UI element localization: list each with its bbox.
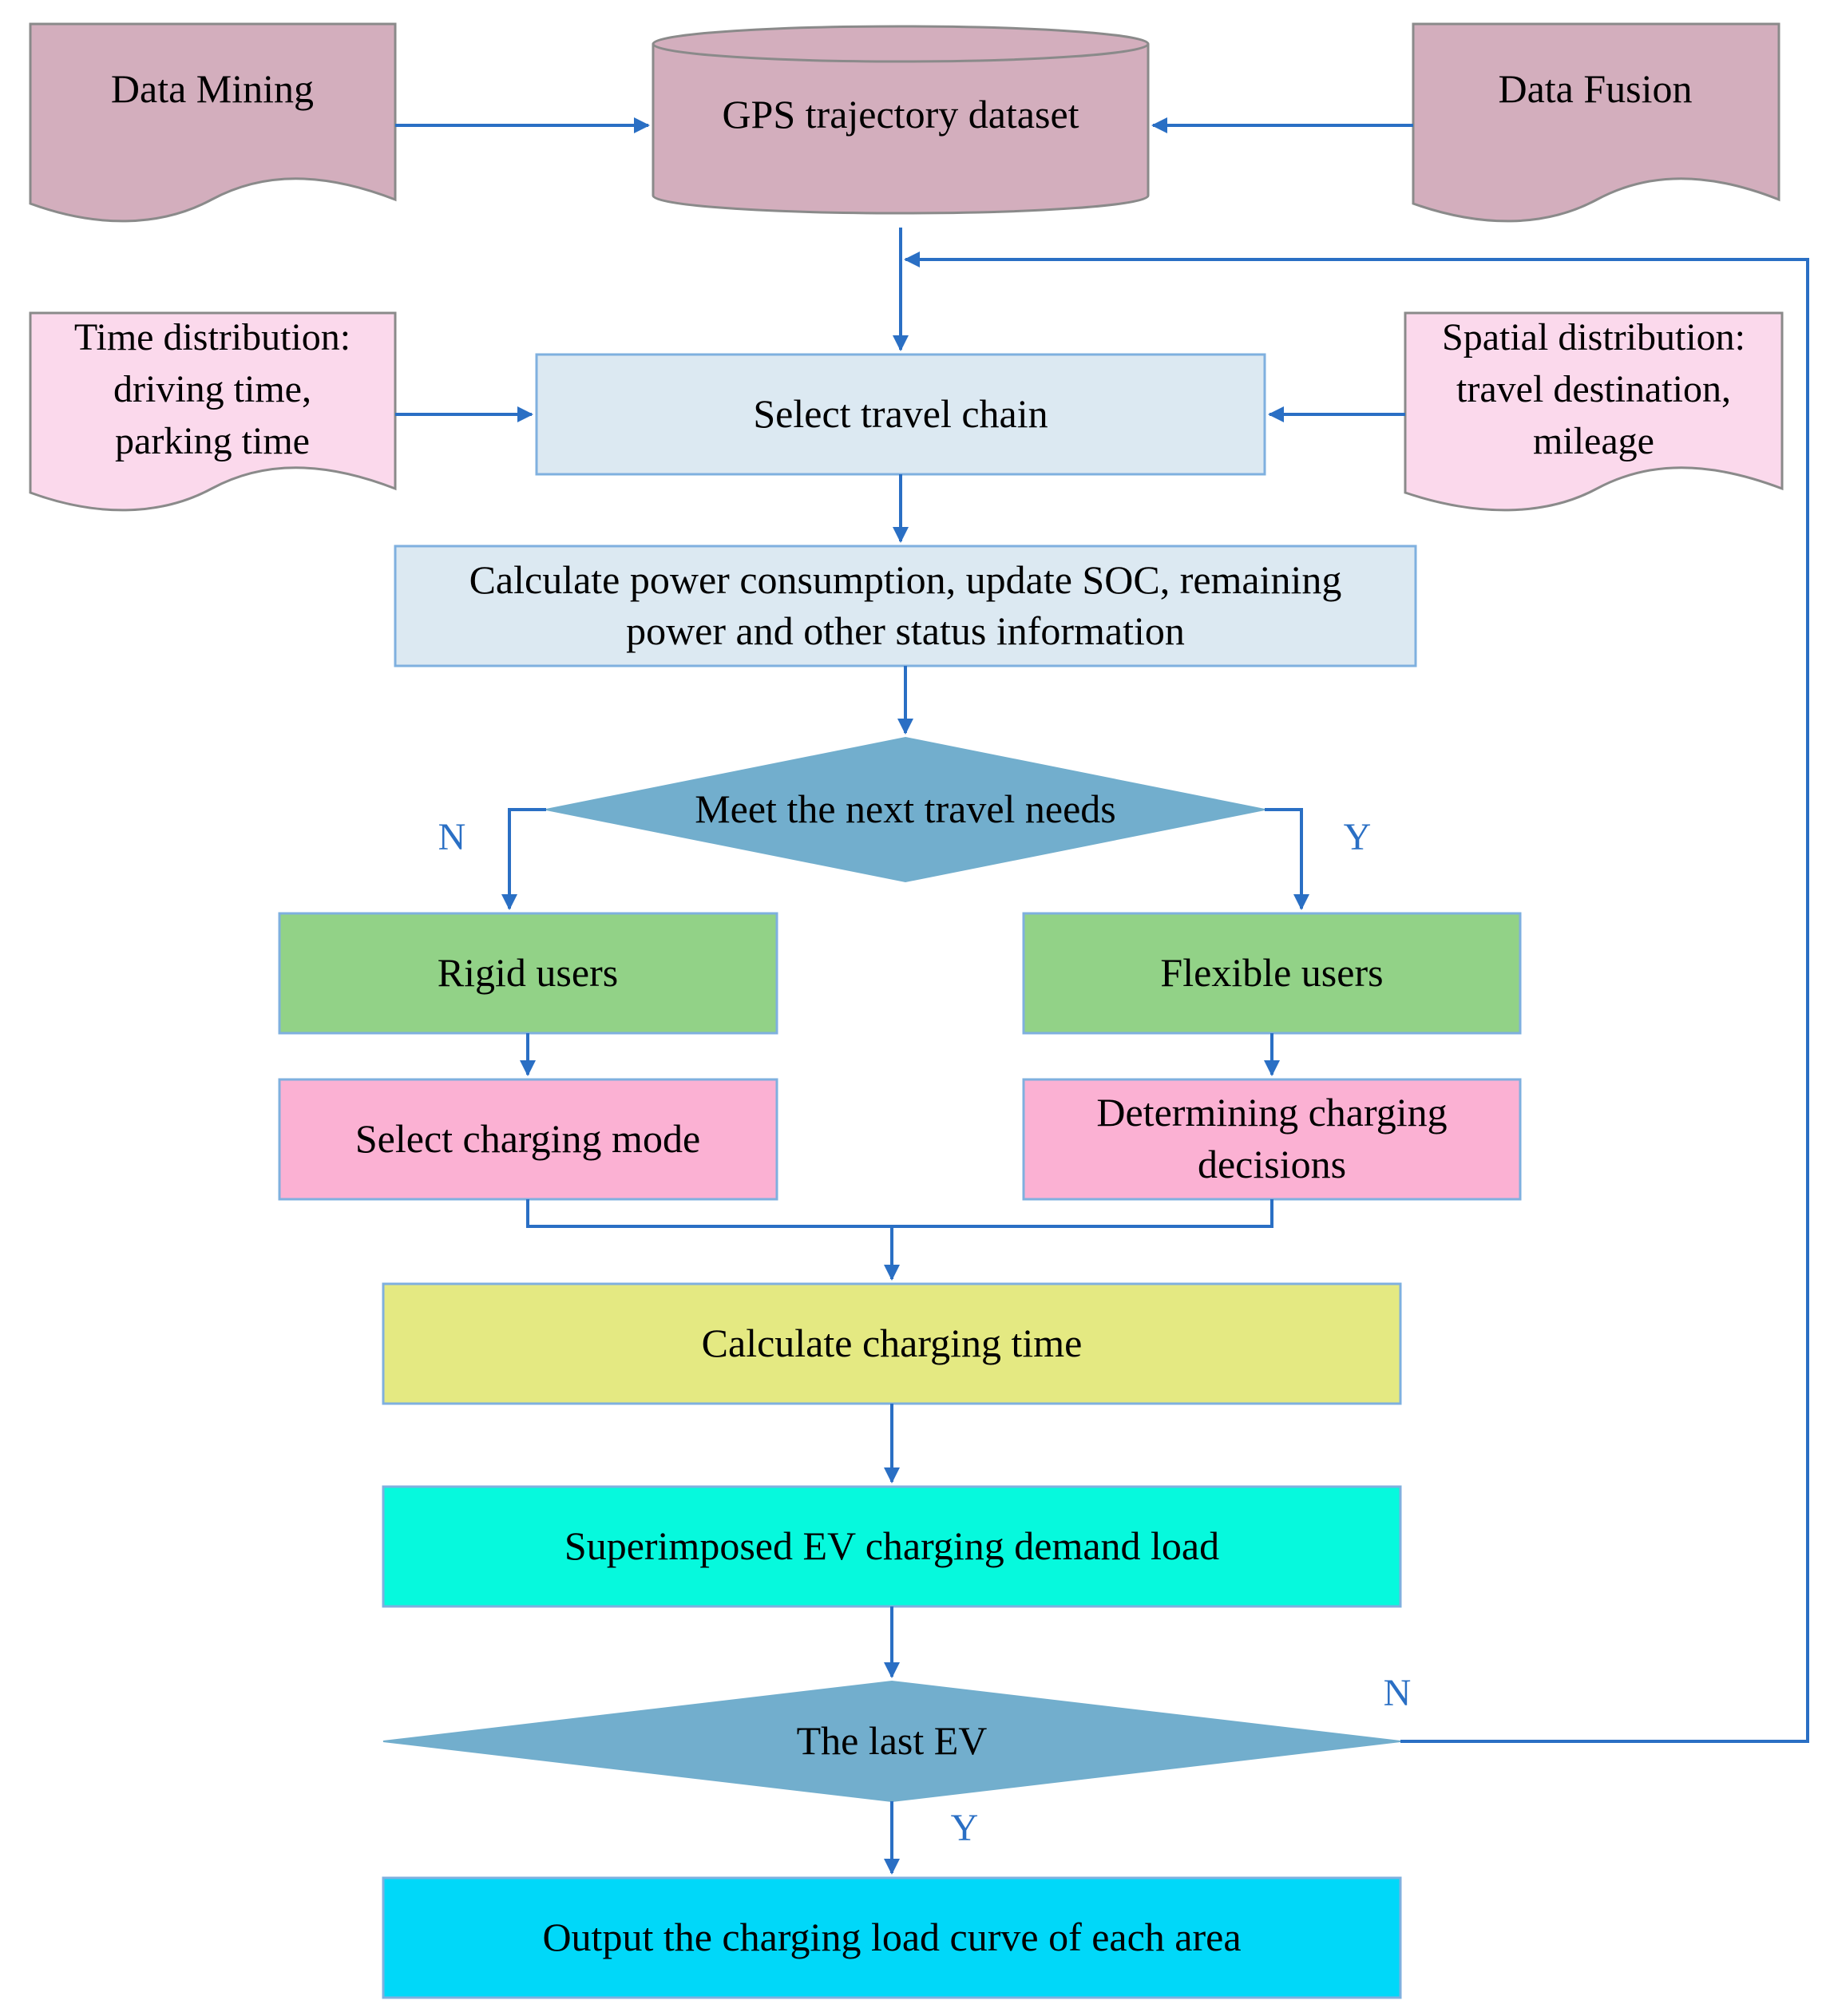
meet-needs-label: Meet the next travel needs — [695, 786, 1116, 831]
gps-dataset-top — [652, 25, 1150, 63]
meet-needs-decision: Meet the next travel needs — [545, 736, 1265, 883]
calculate-power-line-2: power and other status information — [626, 608, 1185, 653]
last-ev-decision: The last EV — [382, 1680, 1401, 1803]
spatial-distribution-document: Spatial distribution: travel destination… — [1404, 311, 1784, 512]
calculate-charging-time-box: Calculate charging time — [382, 1282, 1402, 1405]
determining-decisions-line-1: Determining charging — [1096, 1090, 1447, 1135]
data-mining-document: Data Mining — [29, 22, 397, 223]
determining-decisions-rect — [1022, 1078, 1522, 1201]
determining-decisions-box: Determining charging decisions — [1022, 1078, 1522, 1201]
calculate-charging-time-rect — [382, 1282, 1402, 1405]
superimposed-load-rect — [382, 1485, 1402, 1608]
calculate-power-box: Calculate power consumption, update SOC,… — [394, 545, 1417, 667]
gps-dataset-body — [652, 44, 1150, 215]
data-fusion-document: Data Fusion — [1412, 22, 1780, 223]
time-distribution-shape — [29, 311, 397, 512]
rigid-users-box: Rigid users — [278, 912, 778, 1035]
gps-dataset-label: GPS trajectory dataset — [722, 92, 1079, 137]
superimposed-load-box: Superimposed EV charging demand load — [382, 1485, 1402, 1608]
time-distribution-document: Time distribution: driving time, parking… — [29, 311, 397, 512]
last-ev-label: The last EV — [797, 1718, 988, 1763]
arrow-meet-needs-no — [501, 808, 546, 910]
spatial-distribution-line-1: Spatial distribution: — [1442, 316, 1745, 358]
spatial-distribution-line-3: mileage — [1533, 420, 1654, 462]
time-distribution-line-2: driving time, — [113, 368, 311, 410]
time-distribution-line-3: parking time — [115, 420, 310, 462]
arrow-meet-needs-yes — [1265, 808, 1309, 910]
output-curve-rect — [382, 1876, 1402, 1999]
data-mining-label: Data Mining — [111, 66, 314, 111]
gps-dataset-cylinder: GPS trajectory dataset — [652, 25, 1150, 215]
calculate-charging-time-label: Calculate charging time — [702, 1321, 1083, 1365]
flexible-users-box: Flexible users — [1022, 912, 1522, 1035]
flexible-users-rect — [1022, 912, 1522, 1035]
last-ev-yes-label: Y — [951, 1807, 979, 1849]
determining-decisions-line-2: decisions — [1198, 1142, 1346, 1186]
data-fusion-label: Data Fusion — [1498, 66, 1692, 111]
flexible-users-label: Flexible users — [1160, 950, 1383, 995]
output-curve-label: Output the charging load curve of each a… — [542, 1915, 1241, 1959]
meet-needs-yes-label: Y — [1344, 816, 1372, 858]
meet-needs-no-label: N — [438, 816, 466, 858]
calculate-power-line-1: Calculate power consumption, update SOC,… — [469, 557, 1342, 602]
merge-connector — [526, 1199, 1273, 1228]
select-travel-chain-rect — [535, 353, 1266, 476]
calculate-power-rect — [394, 545, 1417, 667]
time-distribution-line-1: Time distribution: — [74, 316, 351, 358]
data-mining-shape — [29, 22, 397, 223]
data-fusion-shape — [1412, 22, 1780, 223]
meet-needs-diamond — [545, 736, 1265, 883]
spatial-distribution-shape — [1404, 311, 1784, 512]
arrow-last-ev-no-loop — [904, 252, 1809, 1743]
spatial-distribution-line-2: travel destination, — [1456, 368, 1731, 410]
output-curve-box: Output the charging load curve of each a… — [382, 1876, 1402, 1999]
select-charging-mode-rect — [278, 1078, 778, 1201]
rigid-users-label: Rigid users — [438, 950, 618, 995]
last-ev-no-label: N — [1384, 1672, 1412, 1714]
superimposed-load-label: Superimposed EV charging demand load — [564, 1523, 1219, 1568]
select-travel-chain-label: Select travel chain — [753, 391, 1048, 436]
select-charging-mode-box: Select charging mode — [278, 1078, 778, 1201]
select-travel-chain-box: Select travel chain — [535, 353, 1266, 476]
select-charging-mode-label: Select charging mode — [355, 1116, 700, 1161]
